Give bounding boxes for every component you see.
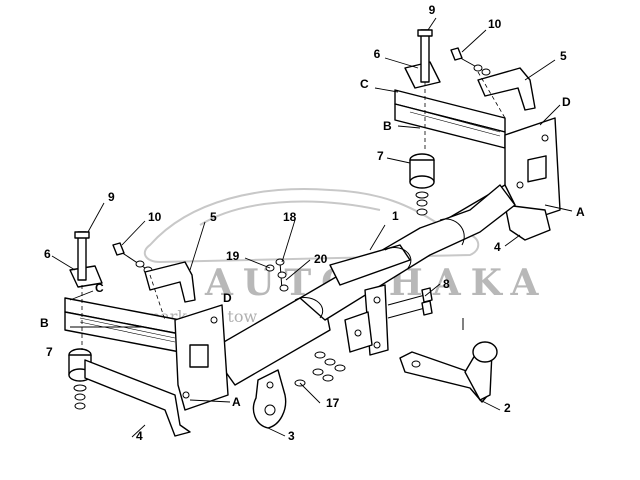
label-10-right: 10	[488, 17, 502, 31]
label-4-left: 4	[136, 429, 143, 443]
label-18: 18	[283, 210, 297, 224]
label-1: 1	[392, 209, 399, 223]
part-8-bolts	[387, 287, 433, 319]
label-10-left: 10	[148, 210, 162, 224]
label-3: 3	[288, 429, 295, 443]
parts-18-19-20	[265, 258, 289, 292]
label-a-left: A	[232, 395, 241, 409]
part-9-left-bolt	[77, 231, 87, 281]
right-plate-window	[527, 155, 547, 183]
label-b-left: B	[40, 316, 49, 330]
label-4-right: 4	[494, 240, 501, 254]
part-4-left-lower	[84, 359, 191, 437]
hardware-nuts	[294, 351, 346, 387]
part-5-right-bracket	[477, 67, 536, 111]
label-19: 19	[226, 249, 240, 263]
leader-lines	[51, 17, 573, 438]
right-bracket-assembly	[394, 29, 561, 241]
left-plate-window	[189, 344, 209, 368]
part-10-right-bolt	[450, 47, 491, 76]
part-2-tow-ball	[399, 318, 498, 403]
part-4-right-lower	[504, 204, 551, 241]
label-c-left: C	[95, 281, 104, 295]
watermark-car-outline	[143, 188, 480, 264]
watermark-car-roof	[199, 200, 381, 226]
label-20: 20	[314, 252, 328, 266]
label-d-right: D	[562, 95, 571, 109]
part-1-cross-tube	[209, 184, 516, 386]
left-bracket-assembly	[64, 231, 229, 437]
label-a-right: A	[576, 205, 585, 219]
label-5-right: 5	[560, 49, 567, 63]
part-5-left-bracket	[144, 261, 196, 303]
label-2: 2	[504, 401, 511, 415]
label-7-right: 7	[377, 149, 384, 163]
label-d-left: D	[223, 291, 232, 305]
label-9-right: 9	[429, 3, 436, 17]
part-9-right-bolt	[420, 29, 430, 83]
label-6-right: 6	[374, 47, 381, 61]
label-b-right: B	[383, 119, 392, 133]
part-labels: 9 10 6 5 C B D 7 A 4 1 9 10 5 6 C B D A …	[40, 3, 585, 443]
label-5-left: 5	[210, 210, 217, 224]
label-8: 8	[443, 277, 450, 291]
label-9-left: 9	[108, 190, 115, 204]
part-3-socket-plate	[252, 369, 287, 429]
hitch-mount	[344, 284, 389, 356]
label-6-left: 6	[44, 247, 51, 261]
label-c-right: C	[360, 77, 369, 91]
label-17: 17	[326, 396, 340, 410]
label-7-left: 7	[46, 345, 53, 359]
